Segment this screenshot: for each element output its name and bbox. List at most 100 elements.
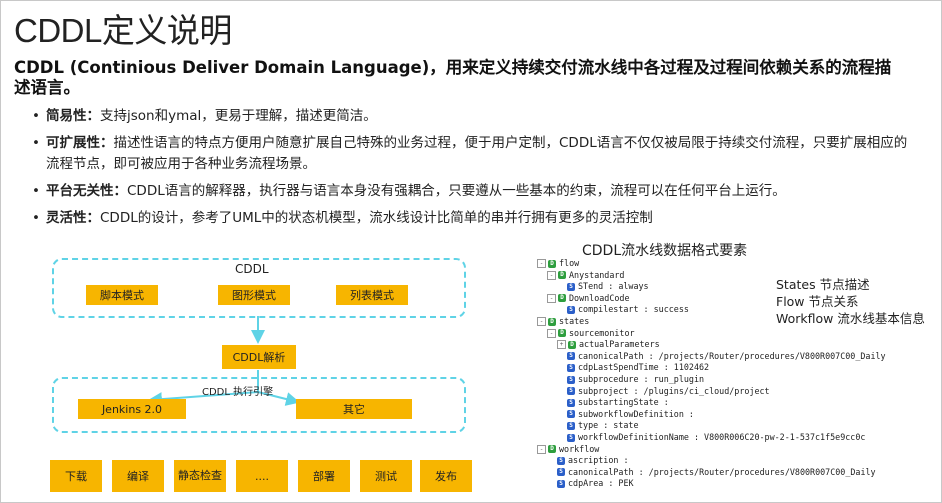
tree-node-label: ascription : bbox=[568, 455, 629, 466]
tree-node-label: subworkflowDefinition : bbox=[578, 408, 694, 419]
bullet-platform-independence: 平台无关性：CDDL语言的解释器，执行器与语言本身没有强耦合，只要遵从一些基本的… bbox=[32, 181, 912, 202]
string-node-icon: S bbox=[567, 352, 575, 361]
collapse-toggle-icon[interactable]: - bbox=[547, 270, 556, 280]
tree-node-label: workflow bbox=[559, 443, 600, 454]
tree-node-label: Anystandard bbox=[569, 269, 625, 280]
tree-node-label: canonicalPath : /projects/Router/procedu… bbox=[578, 350, 886, 361]
legend-workflow: Workflow 流水线基本信息 bbox=[776, 311, 925, 326]
string-node-icon: S bbox=[567, 363, 575, 372]
string-node-icon: S bbox=[557, 468, 565, 477]
bullet-text: 支持json和ymal，更易于理解，描述更简洁。 bbox=[100, 108, 377, 124]
string-node-icon: S bbox=[567, 282, 575, 291]
bullet-key: 简易性： bbox=[46, 108, 100, 124]
dict-node-icon: D bbox=[548, 445, 556, 454]
bullet-text: CDDL语言的解释器，执行器与语言本身没有强耦合，只要遵从一些基本的约束，流程可… bbox=[127, 183, 786, 199]
collapse-toggle-icon[interactable]: - bbox=[547, 293, 556, 303]
cddl-group bbox=[52, 258, 466, 318]
mode-script: 脚本模式 bbox=[86, 285, 158, 305]
tree-node-label: actualParameters bbox=[579, 339, 660, 350]
step-test: 测试 bbox=[360, 460, 412, 492]
dict-node-icon: D bbox=[558, 294, 566, 303]
string-node-icon: S bbox=[567, 375, 575, 384]
engine-other: 其它 bbox=[296, 399, 412, 419]
subtitle: CDDL (Continious Deliver Domain Language… bbox=[14, 58, 892, 97]
tree-node-label: DownloadCode bbox=[569, 292, 630, 303]
arrow-to-jenkins bbox=[148, 391, 259, 407]
string-node-icon: S bbox=[557, 479, 565, 488]
string-node-icon: S bbox=[567, 305, 575, 314]
collapse-toggle-icon[interactable]: - bbox=[547, 328, 556, 338]
tree-title: CDDL流水线数据格式要素 bbox=[582, 243, 748, 259]
bullet-extensibility: 可扩展性：描述性语言的特点方便用户随意扩展自己特殊的业务过程，便于用户定制，CD… bbox=[32, 133, 912, 175]
mode-graphic: 图形模式 bbox=[218, 285, 290, 305]
step-download: 下载 bbox=[50, 460, 102, 492]
dict-node-icon: D bbox=[548, 317, 556, 326]
arrow-to-other bbox=[257, 391, 300, 406]
tree-node-label: type : state bbox=[578, 420, 639, 431]
collapse-toggle-icon[interactable]: - bbox=[537, 317, 546, 326]
expand-toggle-icon[interactable]: + bbox=[557, 340, 566, 350]
tree-node-label: cdpLastSpendTime : 1102462 bbox=[578, 362, 710, 373]
dict-node-icon: D bbox=[558, 271, 566, 280]
tree-node-label: substartingState : bbox=[578, 397, 669, 408]
bullet-key: 可扩展性： bbox=[46, 135, 114, 151]
step-deploy: 部署 bbox=[298, 460, 350, 492]
cddl-group-label: CDDL bbox=[235, 262, 269, 276]
page-title: CDDL定义说明 bbox=[14, 12, 232, 49]
string-node-icon: S bbox=[567, 410, 575, 419]
step-ellipsis: .... bbox=[236, 460, 288, 492]
collapse-toggle-icon[interactable]: - bbox=[537, 444, 546, 454]
mode-list: 列表模式 bbox=[336, 285, 408, 305]
tree-node-label: workflowDefinitionName : V800R006C20-pw-… bbox=[578, 432, 866, 442]
tree-node-label: sourcemonitor bbox=[569, 327, 635, 338]
bullet-flexibility: 灵活性：CDDL的设计，参考了UML中的状态机模型，流水线设计比简单的串并行拥有… bbox=[32, 208, 912, 229]
bullet-simplicity: 简易性：支持json和ymal，更易于理解，描述更简洁。 bbox=[32, 106, 912, 127]
dict-node-icon: D bbox=[558, 329, 566, 338]
engine-jenkins: Jenkins 2.0 bbox=[78, 399, 186, 419]
string-node-icon: S bbox=[567, 421, 575, 430]
bullet-text: 描述性语言的特点方便用户随意扩展自己特殊的业务过程，便于用户定制，CDDL语言不… bbox=[46, 135, 908, 172]
bullet-key: 平台无关性： bbox=[46, 183, 127, 199]
legend-states: States 节点描述 bbox=[776, 277, 870, 292]
step-compile: 编译 bbox=[112, 460, 164, 492]
engine-group bbox=[52, 377, 466, 433]
bullet-text: CDDL的设计，参考了UML中的状态机模型，流水线设计比简单的串并行拥有更多的灵… bbox=[100, 210, 653, 226]
string-node-icon: S bbox=[567, 433, 575, 442]
tree-node-label: cdpArea : PEK bbox=[568, 478, 634, 489]
feature-list: 简易性：支持json和ymal，更易于理解，描述更简洁。 可扩展性：描述性语言的… bbox=[32, 106, 912, 235]
bullet-key: 灵活性： bbox=[46, 210, 100, 226]
string-node-icon: S bbox=[567, 398, 575, 407]
dict-node-icon: D bbox=[548, 259, 556, 268]
step-publish: 发布 bbox=[420, 460, 472, 492]
string-node-icon: S bbox=[567, 387, 575, 396]
tree-node-label: subprocedure : run_plugin bbox=[578, 374, 705, 384]
string-node-icon: S bbox=[557, 456, 565, 465]
tree-node-label: compilestart : success bbox=[578, 304, 689, 315]
tree-node-label: states bbox=[559, 316, 590, 326]
step-static-check: 静态检查 bbox=[174, 460, 226, 492]
tree-node-label: flow bbox=[559, 258, 580, 268]
dict-node-icon: D bbox=[568, 340, 576, 349]
parser-box: CDDL解析 bbox=[222, 345, 296, 369]
collapse-toggle-icon[interactable]: - bbox=[537, 259, 546, 268]
